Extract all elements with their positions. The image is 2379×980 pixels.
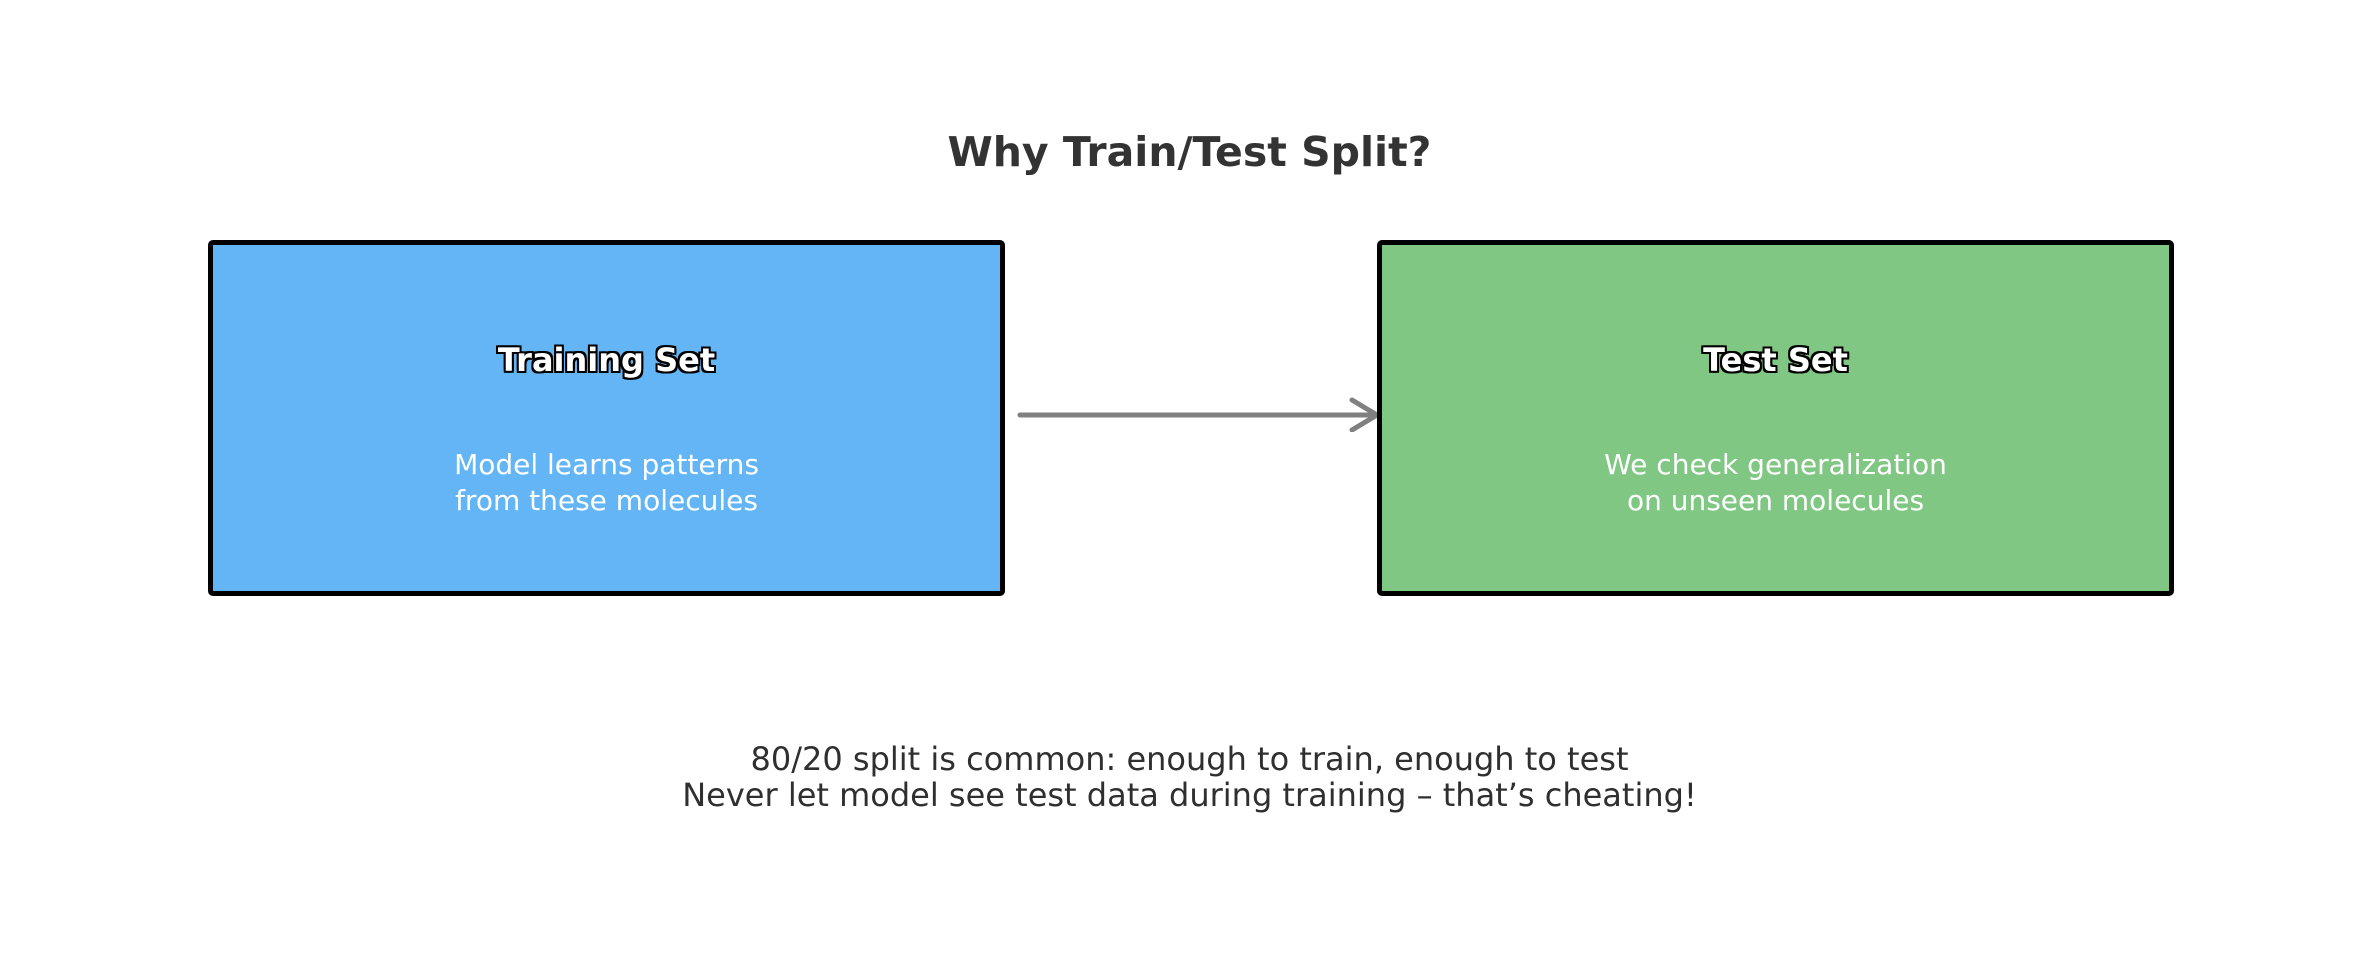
training-set-box: Training Set Model learns patterns from … (208, 240, 1005, 596)
arrow-right-icon (1017, 397, 1380, 432)
footer-line: Never let model see test data during tra… (682, 775, 1697, 814)
test-set-heading: Test Set (1703, 341, 1848, 379)
training-set-heading: Training Set (497, 341, 716, 379)
test-set-description-line: on unseen molecules (1626, 484, 1925, 518)
training-set-description-line: from these molecules (455, 484, 758, 518)
test-set-description-line: We check generalization (1604, 448, 1947, 481)
test-set-description: We check generalization on unseen molecu… (1382, 447, 2169, 520)
diagram-title: Why Train/Test Split? (947, 128, 1432, 176)
footer-note: 80/20 split is common: enough to train, … (0, 740, 2379, 814)
training-set-description: Model learns patterns from these molecul… (213, 447, 1000, 520)
test-set-box: Test Set We check generalization on unse… (1377, 240, 2174, 596)
footer-line: 80/20 split is common: enough to train, … (750, 740, 1629, 778)
training-set-description-line: Model learns patterns (454, 448, 759, 481)
